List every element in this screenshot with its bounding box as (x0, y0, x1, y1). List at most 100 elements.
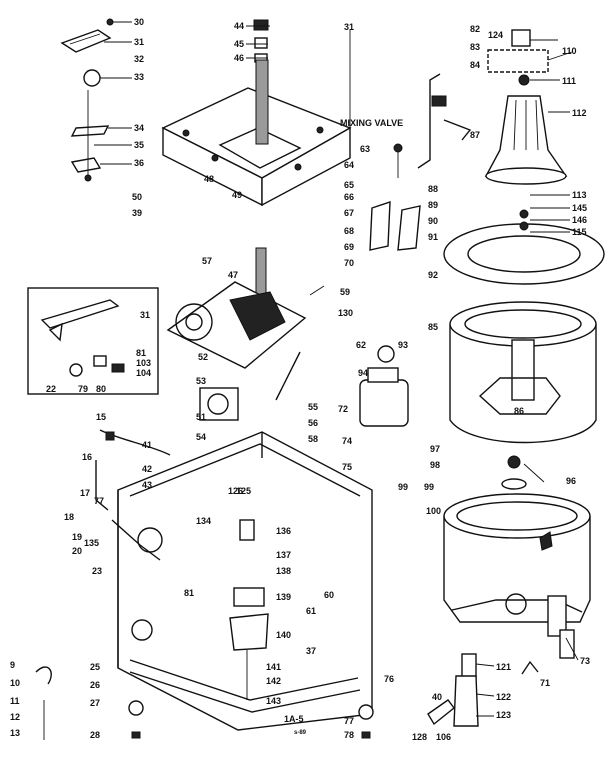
label-93: 93 (398, 340, 408, 350)
label-47: 47 (228, 270, 238, 280)
label-36: 36 (134, 158, 144, 168)
label-68: 68 (344, 226, 354, 236)
left-hoses (35, 429, 171, 685)
label-78: 78 (344, 730, 354, 740)
label-57: 57 (202, 256, 212, 266)
label-inset-79: 79 (78, 384, 88, 394)
label-20: 20 (72, 546, 82, 556)
label-96: 96 (566, 476, 576, 486)
label-65: 65 (344, 180, 354, 190)
label-58: 58 (308, 434, 318, 444)
label-88: 88 (428, 184, 438, 194)
label-113: 113 (572, 190, 587, 200)
label-55: 55 (308, 402, 318, 412)
label-71: 71 (540, 678, 550, 688)
label-49: 49 (232, 190, 242, 200)
label-46: 46 (234, 53, 244, 63)
label-12: 12 (10, 712, 20, 722)
label-13: 13 (10, 728, 20, 738)
inset-detail-box (27, 287, 159, 395)
agitator (484, 29, 568, 185)
label-inset-81: 81 (136, 348, 146, 358)
label-90: 90 (428, 216, 438, 226)
label-82: 82 (470, 24, 480, 34)
label-83: 83 (470, 42, 480, 52)
label-130: 130 (338, 308, 353, 318)
label-inset-103: 103 (136, 358, 151, 368)
label-inset-22: 22 (46, 384, 56, 394)
label-63: 63 (360, 144, 370, 154)
label-32: 32 (134, 54, 144, 64)
label-52: 52 (198, 352, 208, 362)
label-39: 39 (132, 208, 142, 218)
gearcase (166, 247, 325, 421)
label-100: 100 (426, 506, 441, 516)
label-91: 91 (428, 232, 438, 242)
label-86: 86 (514, 406, 524, 416)
label-94: 94 (358, 368, 368, 378)
center-parts (359, 143, 421, 427)
label-76: 76 (384, 674, 394, 684)
label-59: 59 (340, 287, 350, 297)
label-112: 112 (572, 108, 587, 118)
label-28: 28 (90, 730, 100, 740)
part-number-labels: 30 31 32 33 34 35 36 44 45 46 31 48 49 5… (10, 17, 590, 742)
label-98: 98 (430, 460, 440, 470)
label-64: 64 (344, 160, 354, 170)
label-136: 136 (276, 526, 291, 536)
label-30: 30 (134, 17, 144, 27)
label-66: 66 (344, 192, 354, 202)
footer-code: 1A-5 (284, 714, 304, 724)
label-35: 35 (134, 140, 144, 150)
label-9: 9 (10, 660, 15, 670)
label-11: 11 (10, 696, 20, 706)
fill-hose (417, 73, 472, 169)
label-31: 31 (134, 37, 144, 47)
label-124: 124 (488, 30, 503, 40)
label-70: 70 (344, 258, 354, 268)
label-146: 146 (572, 215, 587, 225)
label-85: 85 (428, 322, 438, 332)
label-27: 27 (90, 698, 100, 708)
drain-pump (427, 653, 539, 727)
label-37: 37 (306, 646, 316, 656)
label-62: 62 (356, 340, 366, 350)
label-17: 17 (80, 488, 90, 498)
label-73: 73 (580, 656, 590, 666)
label-18: 18 (64, 512, 74, 522)
label-54: 54 (196, 432, 206, 442)
label-inset-80: 80 (96, 384, 106, 394)
label-43: 43 (142, 480, 152, 490)
label-142: 142 (266, 676, 281, 686)
label-19: 19 (72, 532, 82, 542)
tub-assembly (443, 209, 605, 490)
label-111: 111 (562, 76, 576, 86)
label-53: 53 (196, 376, 206, 386)
footer-small-code: s-89 (294, 730, 307, 736)
label-138: 138 (276, 566, 291, 576)
label-inset-104: 104 (136, 368, 151, 378)
label-97: 97 (430, 444, 440, 454)
label-44: 44 (234, 21, 244, 31)
label-42: 42 (142, 464, 152, 474)
label-110: 110 (562, 46, 577, 56)
label-106: 106 (436, 732, 451, 742)
label-69: 69 (344, 242, 354, 252)
label-motor-side-top: 31 (344, 22, 354, 32)
label-34: 34 (134, 123, 144, 133)
label-inset-31: 31 (140, 310, 150, 320)
label-145: 145 (572, 203, 587, 213)
label-77-left: 77 (94, 496, 104, 506)
label-75: 75 (342, 462, 352, 472)
label-121: 121 (496, 662, 511, 672)
label-26: 26 (90, 680, 100, 690)
label-81-mid: 81 (184, 588, 194, 598)
label-122: 122 (496, 692, 511, 702)
transmission-cover (161, 19, 352, 207)
outer-tub (443, 493, 591, 659)
label-41: 41 (142, 440, 152, 450)
cabinet (117, 431, 373, 731)
label-16: 16 (82, 452, 92, 462)
label-123: 123 (496, 710, 511, 720)
